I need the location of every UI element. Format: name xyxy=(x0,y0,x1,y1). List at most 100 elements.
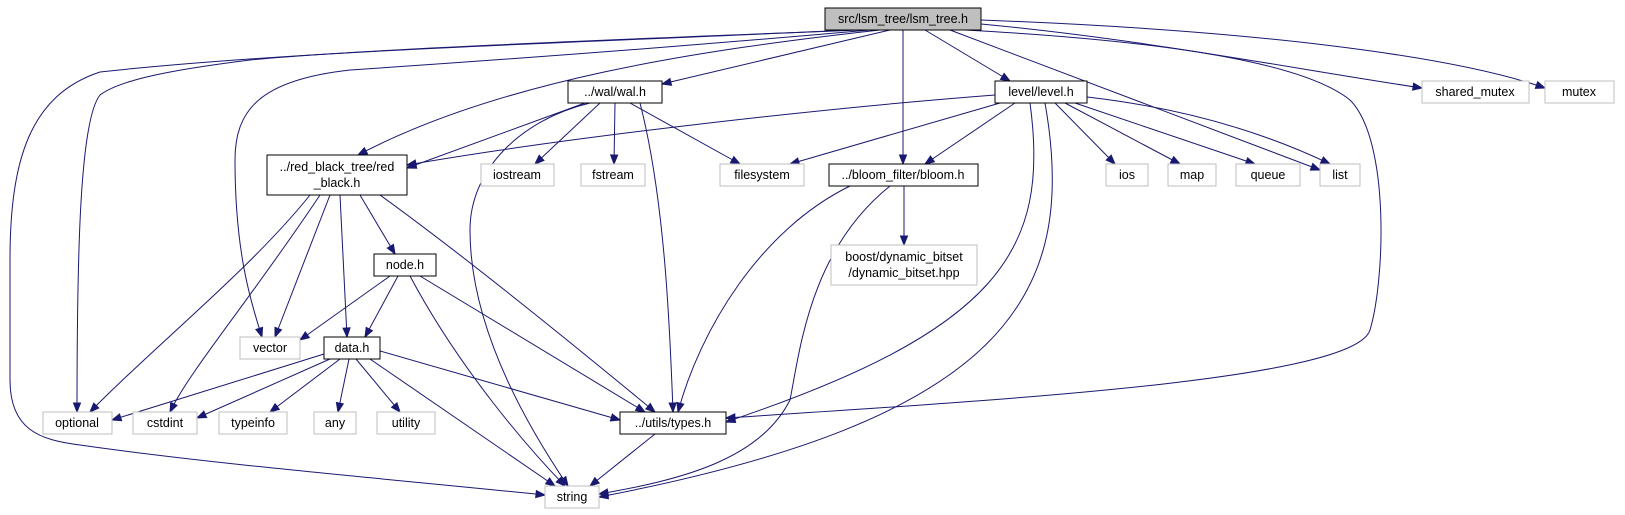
node-filesystem[interactable]: filesystem xyxy=(719,163,805,187)
node-list[interactable]: list xyxy=(1319,163,1361,187)
edge-data-to-optional-line xyxy=(111,353,325,421)
edge-node-to-types-line xyxy=(419,275,646,413)
node-node-h[interactable]: node.h xyxy=(373,253,437,277)
edge-data-to-cstdint-line xyxy=(196,358,331,419)
edge-lsm-tree-to-vector-arrowhead xyxy=(255,326,264,339)
edge-wal-to-filesystem xyxy=(629,102,742,165)
edge-lsm-tree-to-optional-line xyxy=(76,29,861,413)
edge-red-black-to-cstdint xyxy=(169,194,321,414)
edge-data-to-types-arrowhead xyxy=(609,413,622,422)
edge-level-to-ios-arrowhead xyxy=(1105,154,1116,165)
node-wal-h[interactable]: ../wal/wal.h xyxy=(567,80,663,104)
edge-lsm-tree-to-wal xyxy=(660,29,891,86)
edge-red-black-to-cstdint-arrowhead xyxy=(169,401,178,414)
edge-types-to-string-arrowhead xyxy=(588,476,601,487)
node-data-h[interactable]: data.h xyxy=(323,336,381,360)
edge-lsm-tree-to-shared-mutex-arrowhead xyxy=(1411,82,1424,91)
edge-lsm-tree-to-mutex-line xyxy=(980,19,1546,89)
node-ios[interactable]: ios xyxy=(1105,163,1149,187)
edge-lsm-tree-to-list-arrowhead xyxy=(1309,162,1322,171)
node-red-black-h-label-1: ../red_black_tree/red xyxy=(280,160,395,174)
edge-bloom-to-string-line xyxy=(598,185,891,495)
edge-node-to-string-line xyxy=(409,275,566,487)
node-node-h-label: node.h xyxy=(386,258,424,272)
edge-node-to-string-arrowhead xyxy=(555,476,566,487)
edge-lsm-tree-to-bloom-arrowhead xyxy=(898,154,908,166)
node-optional[interactable]: optional xyxy=(42,411,113,435)
edge-types-to-string-line xyxy=(589,433,656,487)
edge-bloom-to-dynamic-bitset-arrowhead xyxy=(899,235,909,247)
edge-level-to-bloom xyxy=(923,102,1016,165)
edge-bloom-to-string xyxy=(597,185,891,497)
edge-level-to-ios-line xyxy=(1054,102,1116,165)
edge-wal-to-iostream xyxy=(533,102,601,165)
edge-level-to-map-line xyxy=(1064,102,1181,165)
edge-level-to-map xyxy=(1064,102,1182,165)
node-mutex[interactable]: mutex xyxy=(1544,80,1615,104)
node-any[interactable]: any xyxy=(313,411,357,435)
edge-red-black-to-optional-line xyxy=(89,194,311,413)
node-lsm-tree-h[interactable]: src/lsm_tree/lsm_tree.h xyxy=(824,7,982,31)
node-shared-mutex[interactable]: shared_mutex xyxy=(1421,80,1530,104)
node-dynamic-bitset-hpp[interactable]: boost/dynamic_bitset /dynamic_bitset.hpp xyxy=(830,244,978,286)
edge-data-to-typeinfo-arrowhead xyxy=(268,402,281,413)
edge-node-to-data-arrowhead xyxy=(364,326,374,339)
node-typeinfo-label: typeinfo xyxy=(231,416,275,430)
edge-level-to-types xyxy=(724,102,1035,423)
edge-data-to-string-arrowhead xyxy=(544,477,557,487)
node-level-h[interactable]: level/level.h xyxy=(994,80,1088,104)
edge-lsm-tree-to-string-arrowhead xyxy=(535,489,547,499)
edge-node-to-vector xyxy=(298,275,391,341)
edge-level-to-types-arrowhead xyxy=(724,414,737,423)
edge-lsm-tree-to-level-line xyxy=(924,29,1011,82)
edge-red-black-to-vector-arrowhead xyxy=(274,326,283,339)
edge-red-black-to-optional-arrowhead xyxy=(89,402,100,413)
edge-bloom-to-types-line xyxy=(677,185,851,413)
node-fstream[interactable]: fstream xyxy=(580,163,646,187)
edge-level-to-red-black xyxy=(405,94,996,168)
edge-level-to-string-line xyxy=(598,102,1053,498)
edge-level-to-string xyxy=(597,102,1053,500)
edge-red-black-to-data xyxy=(339,194,351,339)
node-optional-label: optional xyxy=(55,416,99,430)
edge-level-to-bloom-line xyxy=(924,102,1016,165)
node-utility[interactable]: utility xyxy=(376,411,436,435)
edge-level-to-list-line xyxy=(1086,96,1331,165)
node-types-h[interactable]: ../utils/types.h xyxy=(619,411,727,435)
edge-wal-to-filesystem-line xyxy=(629,102,741,165)
node-map[interactable]: map xyxy=(1167,163,1217,187)
edge-data-to-utility-line xyxy=(355,358,401,413)
edge-node-to-types xyxy=(419,275,647,413)
edge-data-to-utility xyxy=(355,358,401,414)
edge-data-to-types xyxy=(379,350,622,422)
node-iostream-label: iostream xyxy=(493,168,541,182)
edge-red-black-to-vector-line xyxy=(274,194,331,338)
node-fstream-label: fstream xyxy=(592,168,634,182)
node-level-h-label: level/level.h xyxy=(1008,85,1073,99)
edge-lsm-tree-to-types-line xyxy=(725,29,1382,419)
edge-wal-to-iostream-arrowhead xyxy=(533,154,545,165)
node-iostream[interactable]: iostream xyxy=(480,163,555,187)
edge-node-to-string xyxy=(409,275,566,487)
edge-lsm-tree-to-red-black-arrowhead xyxy=(356,146,369,156)
node-dynamic-bitset-label-1: boost/dynamic_bitset xyxy=(845,250,963,264)
edge-red-black-to-types-line xyxy=(379,194,656,413)
edge-level-to-queue-arrowhead xyxy=(1244,156,1257,165)
node-queue[interactable]: queue xyxy=(1235,163,1301,187)
edge-node-to-data xyxy=(364,275,399,339)
node-red-black-h[interactable]: ../red_black_tree/red _black.h xyxy=(266,154,408,196)
node-cstdint[interactable]: cstdint xyxy=(132,411,198,435)
edge-wal-to-types-arrowhead xyxy=(668,402,677,414)
node-string[interactable]: string xyxy=(544,485,600,509)
node-bloom-h[interactable]: ../bloom_filter/bloom.h xyxy=(828,163,979,187)
edge-wal-to-red-black-line xyxy=(406,102,586,169)
edges-layer xyxy=(9,19,1547,500)
node-typeinfo[interactable]: typeinfo xyxy=(218,411,288,435)
edge-lsm-tree-to-list xyxy=(949,29,1322,171)
edge-wal-to-iostream-line xyxy=(534,102,601,165)
edge-wal-to-string-line xyxy=(469,102,591,487)
edge-red-black-to-types-arrowhead xyxy=(644,402,657,413)
edge-wal-to-fstream-arrowhead xyxy=(609,154,619,166)
edge-wal-to-string xyxy=(469,102,591,488)
node-vector[interactable]: vector xyxy=(239,336,301,360)
